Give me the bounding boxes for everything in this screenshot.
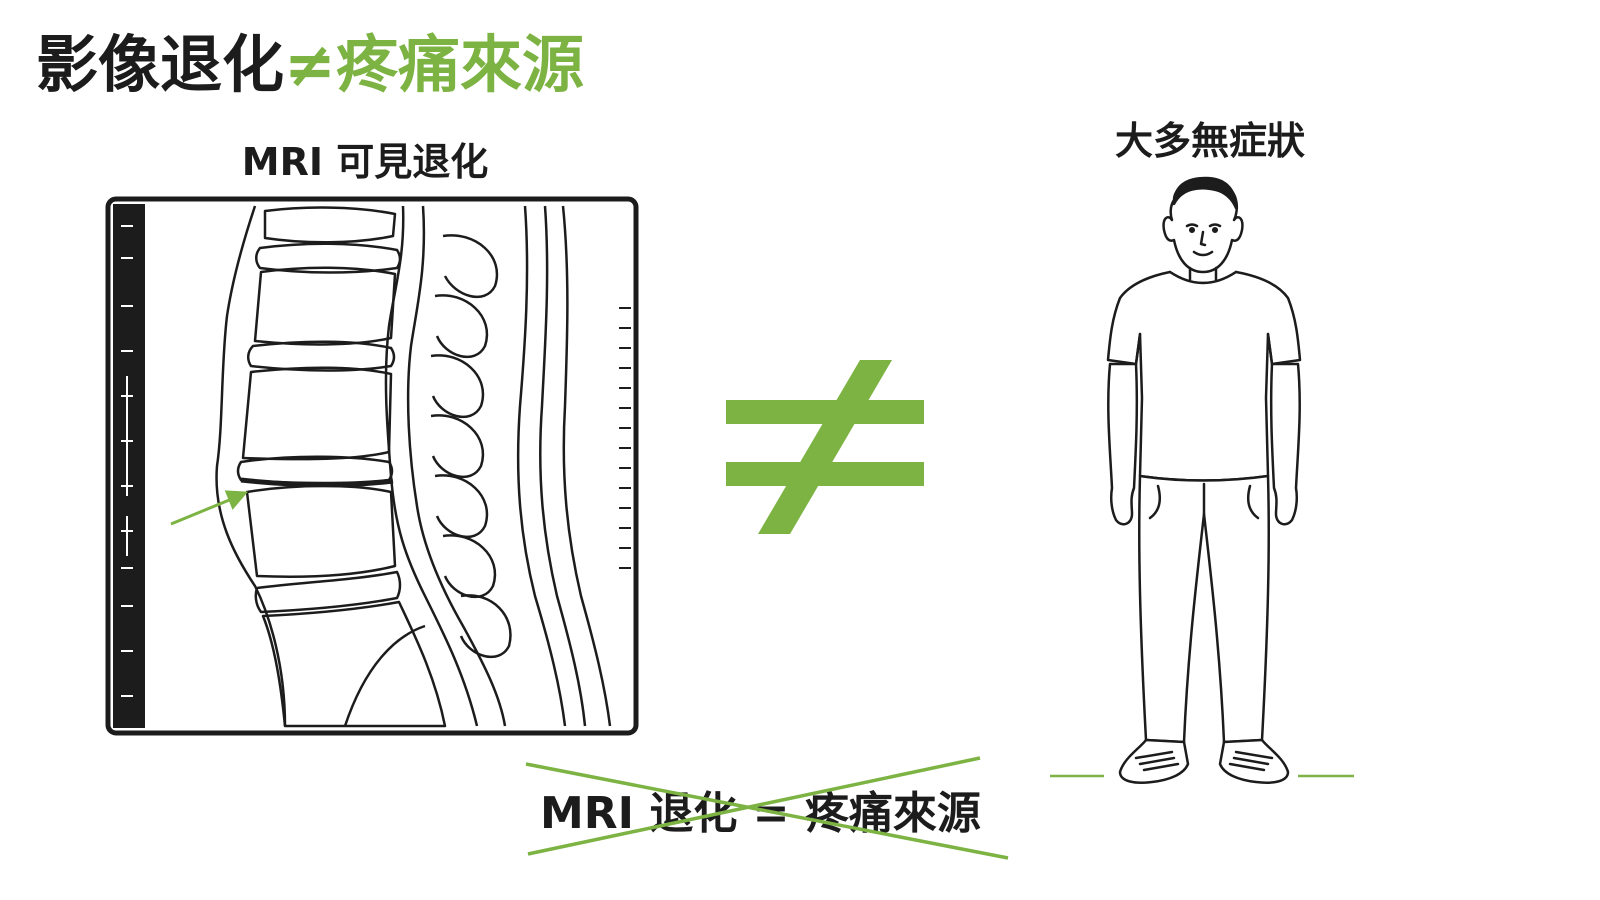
headline-part-imaging: 影像退化 xyxy=(36,28,285,101)
crossed-out-statement: MRI 退化 = 疼痛來源 xyxy=(520,752,1015,862)
lumbar-spine-mri-icon xyxy=(105,196,639,736)
page-headline: 影像退化≠疼痛來源 xyxy=(36,34,584,96)
headline-part-pain-source: 疼痛來源 xyxy=(335,28,584,101)
asymptomatic-caption: 大多無症狀 xyxy=(1114,119,1305,163)
not-equal-icon: ≠ xyxy=(726,360,924,534)
mri-caption: MRI 可見退化 xyxy=(241,140,489,184)
headline-not-equal-symbol: ≠ xyxy=(284,28,336,101)
cross-out-icon xyxy=(525,756,1009,860)
standing-person-icon xyxy=(1050,176,1354,784)
bottom-statement-text: MRI 退化 = 疼痛來源 xyxy=(540,788,981,839)
